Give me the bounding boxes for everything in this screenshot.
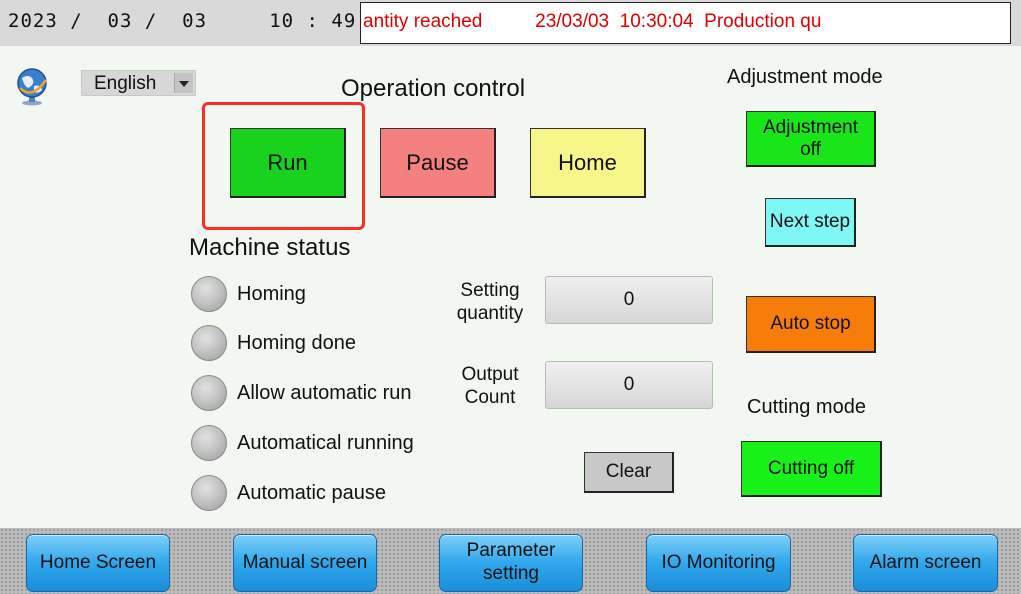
language-select-value: English xyxy=(94,73,157,94)
automatical-running-status-label: Automatical running xyxy=(237,432,414,454)
next-step-button[interactable]: Next step xyxy=(765,198,856,247)
machine-status-title: Machine status xyxy=(189,234,351,261)
alarm-message: antity reached 23/03/03 10:30:04 Product… xyxy=(363,11,822,32)
adjustment-mode-title: Adjustment mode xyxy=(727,66,883,88)
run-button-highlight xyxy=(202,102,365,230)
language-globe-icon xyxy=(14,66,50,106)
home-button[interactable]: Home xyxy=(530,128,646,198)
allow-automatic-run-status-label: Allow automatic run xyxy=(237,382,412,404)
automatic-pause-status-lamp xyxy=(191,475,227,511)
alarm-ticker: antity reached 23/03/03 10:30:04 Product… xyxy=(360,2,1011,44)
nav-io-monitoring-button[interactable]: IO Monitoring xyxy=(646,534,791,592)
language-select[interactable]: English xyxy=(81,70,196,96)
homing-done-status-label: Homing done xyxy=(237,332,356,354)
chevron-down-icon[interactable] xyxy=(174,73,193,93)
clear-button[interactable]: Clear xyxy=(584,452,674,493)
adjustment-off-button[interactable]: Adjustment off xyxy=(746,111,876,167)
nav-alarm-screen-button[interactable]: Alarm screen xyxy=(853,534,998,592)
datetime-display: 2023 / 03 / 03 10 : 49 : 51 xyxy=(8,10,419,32)
auto-stop-button[interactable]: Auto stop xyxy=(746,296,876,353)
setting-quantity-input[interactable]: 0 xyxy=(545,276,713,324)
automatical-running-status-lamp xyxy=(191,425,227,461)
automatic-pause-status-label: Automatic pause xyxy=(237,482,386,504)
output-count-display: 0 xyxy=(545,361,713,409)
run-button[interactable]: Run xyxy=(230,128,346,198)
homing-status-label: Homing xyxy=(237,283,306,305)
homing-status-lamp xyxy=(191,276,227,312)
allow-automatic-run-status-lamp xyxy=(191,375,227,411)
pause-button[interactable]: Pause xyxy=(380,128,496,198)
nav-parameter-setting-button[interactable]: Parameter setting xyxy=(439,534,583,592)
nav-home-screen-button[interactable]: Home Screen xyxy=(26,534,170,592)
setting-quantity-label: Setting quantity xyxy=(456,280,524,324)
output-count-label: Output Count xyxy=(461,364,519,408)
cutting-off-button[interactable]: Cutting off xyxy=(741,441,882,497)
cutting-mode-title: Cutting mode xyxy=(747,396,866,418)
homing-done-status-lamp xyxy=(191,325,227,361)
nav-manual-screen-button[interactable]: Manual screen xyxy=(233,534,377,592)
operation-control-title: Operation control xyxy=(341,75,526,102)
